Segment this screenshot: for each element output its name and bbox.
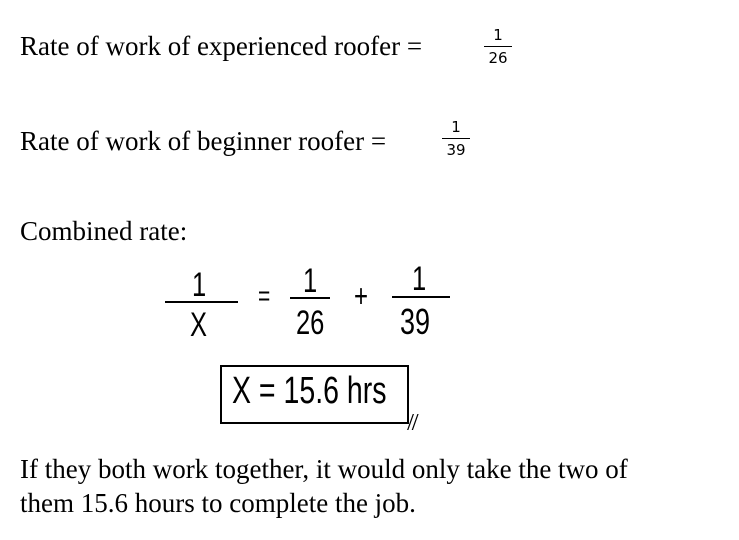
denominator: 39 — [446, 141, 466, 159]
hw-lhs-denominator: X — [190, 306, 208, 344]
experienced-rate-label: Rate of work of experienced roofer = — [20, 31, 423, 61]
hw-answer: X = 15.6 hrs — [232, 370, 387, 412]
hw-term1-denominator: 26 — [296, 304, 325, 342]
hw-plus: + — [354, 278, 369, 314]
numerator: 1 — [493, 26, 503, 44]
answer-box — [220, 365, 409, 424]
conclusion-line-1: If they both work together, it would onl… — [20, 454, 628, 484]
hw-equals: = — [258, 280, 271, 311]
fraction-bar — [442, 138, 470, 139]
hw-term2-numerator: 1 — [412, 260, 427, 298]
hw-final-mark: // — [408, 410, 418, 435]
combined-rate-label: Combined rate: — [20, 216, 188, 246]
denominator: 26 — [488, 49, 508, 67]
experienced-rate-fraction: 1 26 — [484, 28, 512, 66]
hw-lhs-numerator: 1 — [192, 266, 207, 304]
hw-term2-denominator: 39 — [400, 301, 431, 342]
fraction-bar — [484, 46, 512, 47]
beginner-rate-fraction: 1 39 — [442, 120, 470, 158]
conclusion-line-2: them 15.6 hours to complete the job. — [20, 488, 416, 518]
hw-term1-bar — [290, 297, 330, 299]
hw-term1-numerator: 1 — [303, 262, 318, 300]
numerator: 1 — [451, 118, 461, 136]
hw-lhs-bar — [165, 301, 238, 303]
hw-term2-bar — [392, 296, 450, 298]
beginner-rate-label: Rate of work of beginner roofer = — [20, 126, 387, 156]
